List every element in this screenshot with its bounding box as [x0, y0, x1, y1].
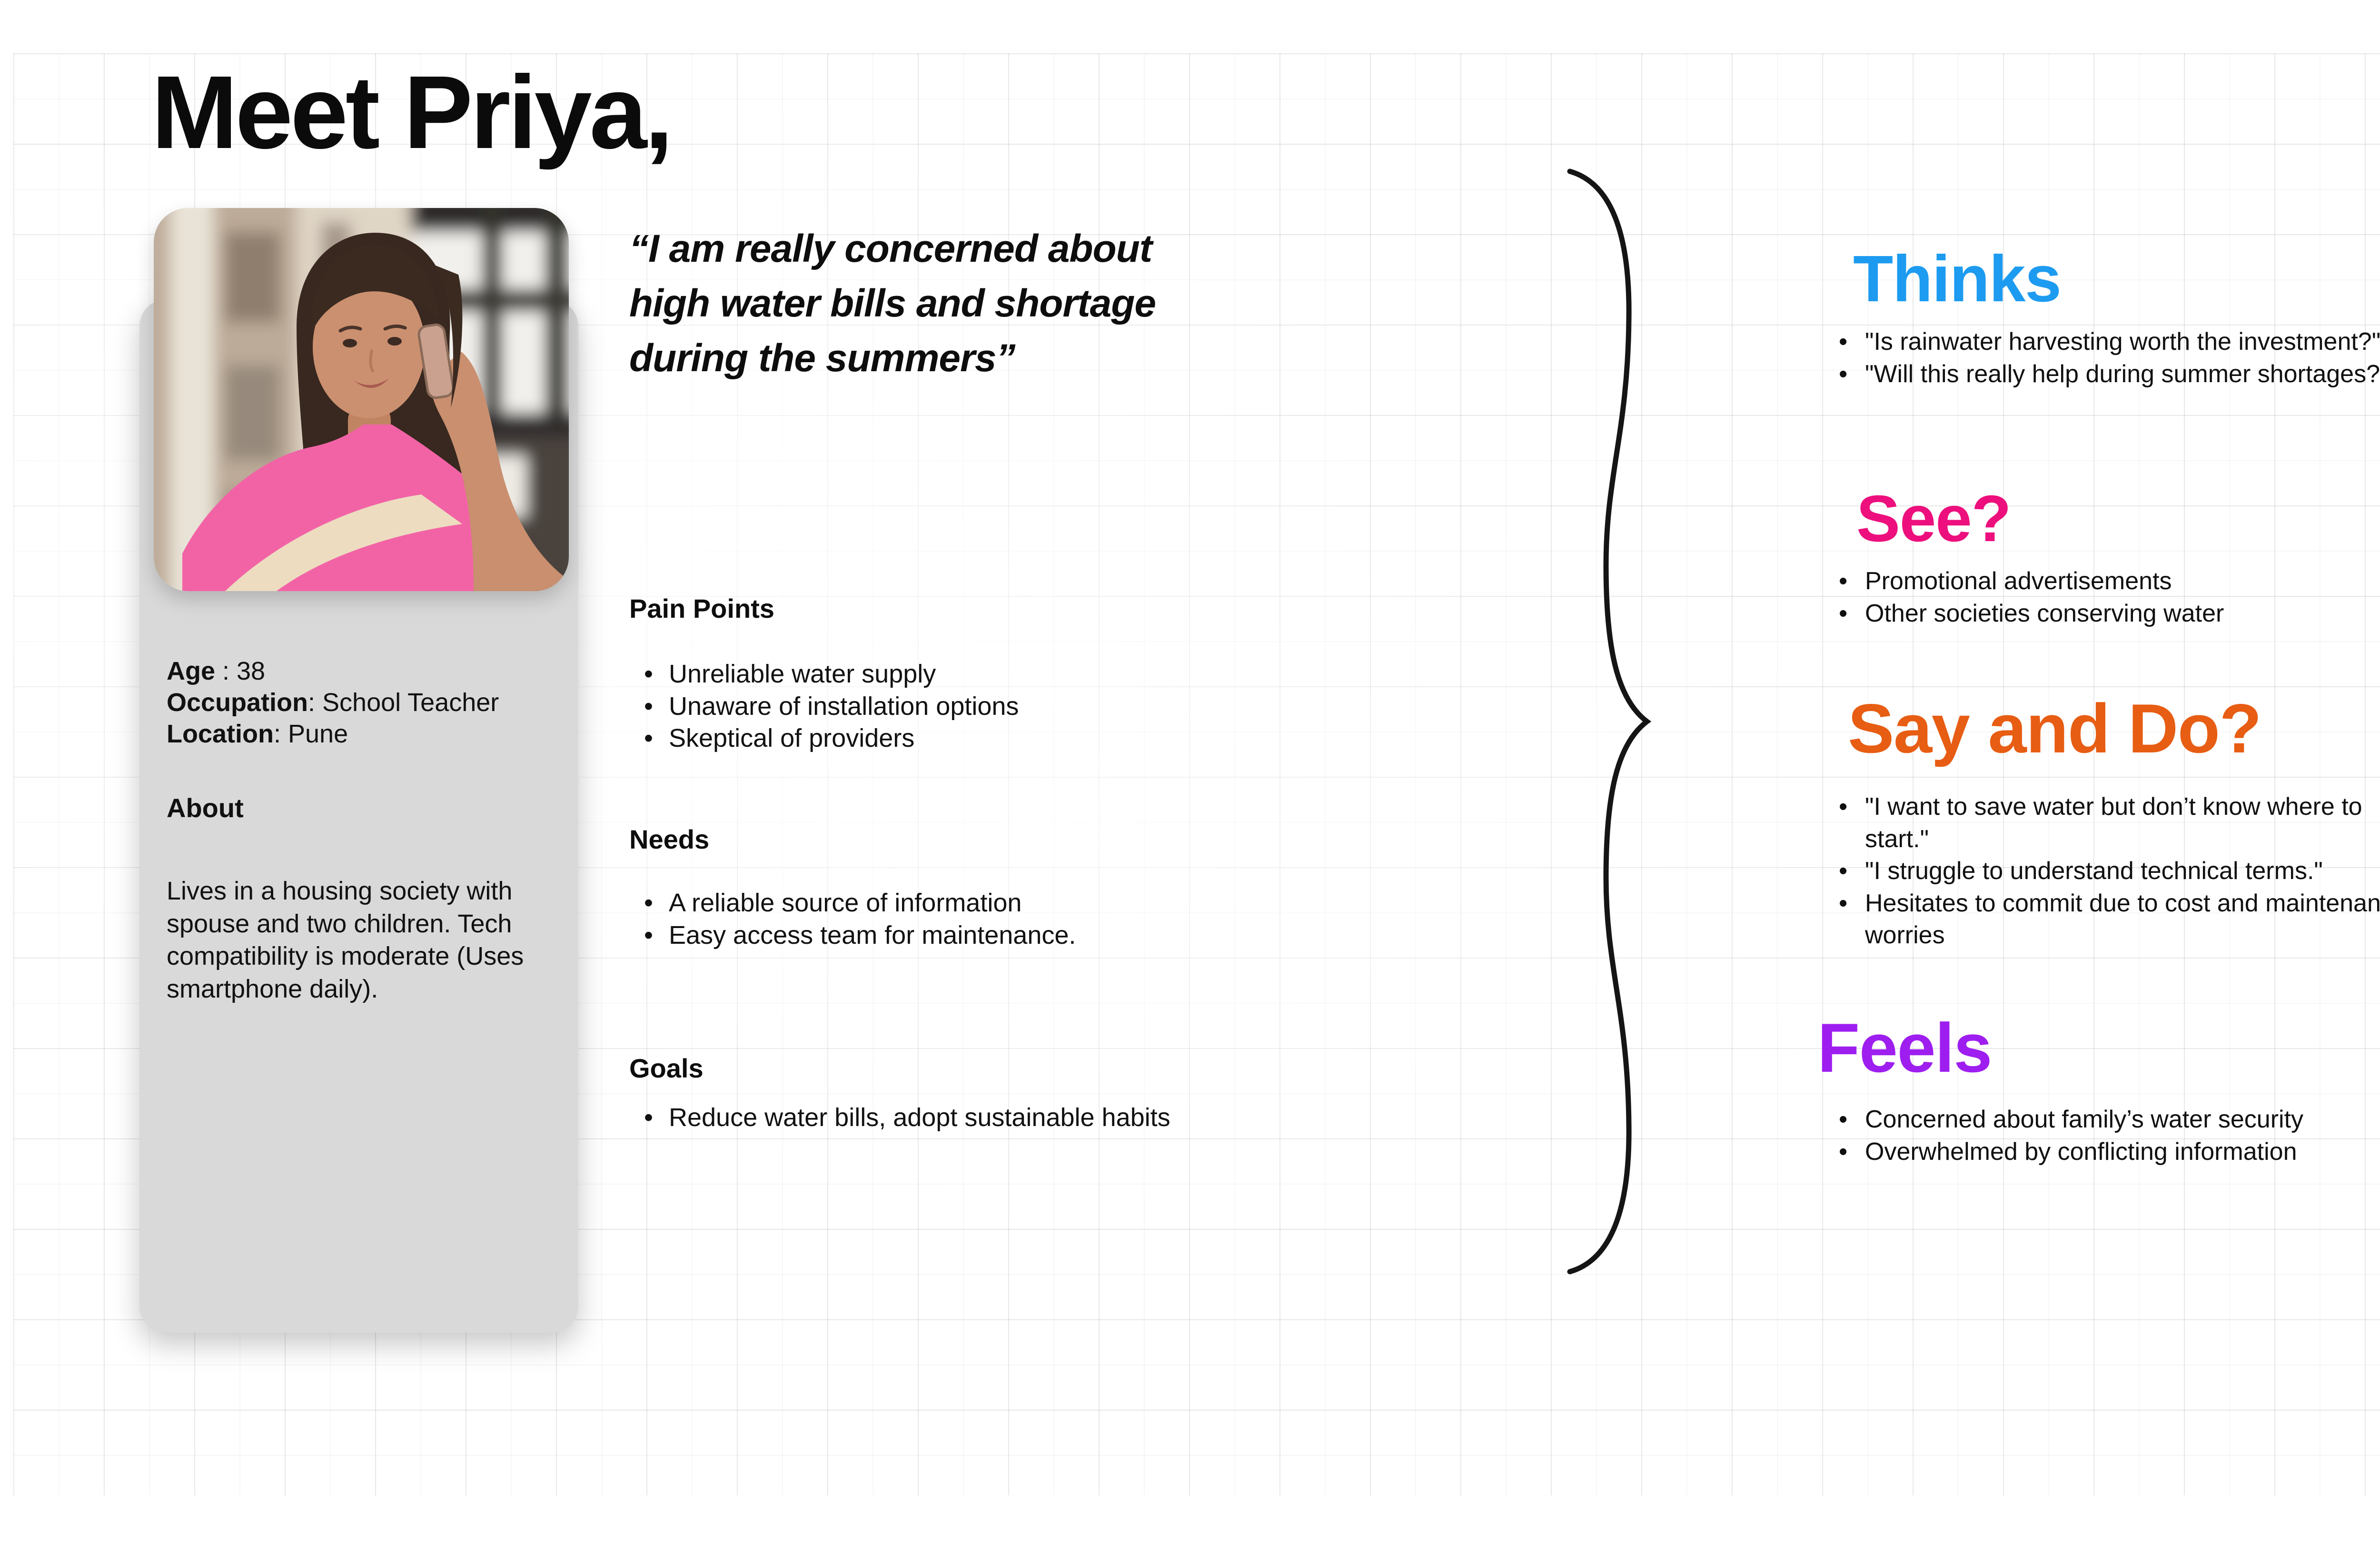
pain-points-heading: Pain Points	[629, 593, 774, 623]
goals-list: Reduce water bills, adopt sustainable ha…	[644, 1102, 1278, 1134]
needs-list: A reliable source of informationEasy acc…	[644, 887, 1264, 952]
list-item: Hesitates to commit due to cost and main…	[1839, 888, 2380, 952]
needs-heading: Needs	[629, 824, 710, 854]
about-heading: About	[167, 793, 244, 823]
detail-location: Location: Pune	[167, 719, 562, 750]
persona-photo-illustration	[154, 208, 569, 591]
goals-heading: Goals	[629, 1053, 704, 1083]
list-item: Easy access team for maintenance.	[644, 919, 1264, 952]
detail-age-value: : 38	[215, 657, 266, 685]
detail-occupation-label: Occupation	[167, 688, 308, 717]
persona-quote: “I am really concerned about high water …	[629, 227, 1156, 380]
detail-occupation: Occupation: School Teacher	[167, 687, 562, 719]
curly-brace	[1567, 168, 1652, 1275]
list-item: A reliable source of information	[644, 887, 1264, 919]
thinks-heading: Thinks	[1853, 242, 2062, 316]
list-item: Unreliable water supply	[644, 658, 1264, 691]
persona-photo	[154, 208, 569, 591]
feels-list: Concerned about family’s water securityO…	[1839, 1104, 2380, 1168]
thinks-list: "Is rainwater harvesting worth the inves…	[1839, 326, 2380, 391]
profile-details: Age : 38 Occupation: School Teacher Loca…	[167, 656, 562, 750]
list-item: Other societies conserving water	[1839, 598, 2380, 630]
feels-heading: Feels	[1817, 1009, 1993, 1087]
list-item: Overwhelmed by conflicting information	[1839, 1136, 2380, 1168]
list-item: Promotional advertisements	[1839, 565, 2380, 598]
page-title: Meet Priya,	[151, 55, 674, 170]
say-and-do-heading: Say and Do?	[1848, 690, 2262, 767]
say-and-do-list: "I want to save water but don’t know whe…	[1839, 791, 2380, 952]
photo-person	[182, 233, 569, 591]
detail-age-label: Age	[167, 657, 216, 685]
pain-points-list: Unreliable water supplyUnaware of instal…	[644, 658, 1264, 755]
detail-location-label: Location	[167, 719, 274, 748]
list-item: "I struggle to understand technical term…	[1839, 855, 2380, 888]
see-heading: See?	[1856, 482, 2012, 555]
list-item: "I want to save water but don’t know whe…	[1839, 791, 2380, 855]
see-list: Promotional advertisementsOther societie…	[1839, 565, 2380, 630]
detail-occupation-value: : School Teacher	[308, 688, 499, 717]
list-item: Unaware of installation options	[644, 691, 1264, 723]
list-item: Reduce water bills, adopt sustainable ha…	[644, 1102, 1278, 1134]
list-item: Skeptical of providers	[644, 722, 1264, 755]
list-item: "Is rainwater harvesting worth the inves…	[1839, 326, 2380, 358]
detail-age: Age : 38	[167, 656, 562, 687]
about-text: Lives in a housing society with spouse a…	[167, 877, 524, 1003]
list-item: "Will this really help during summer sho…	[1839, 358, 2380, 391]
list-item: Concerned about family’s water security	[1839, 1104, 2380, 1136]
detail-location-value: : Pune	[274, 719, 348, 748]
